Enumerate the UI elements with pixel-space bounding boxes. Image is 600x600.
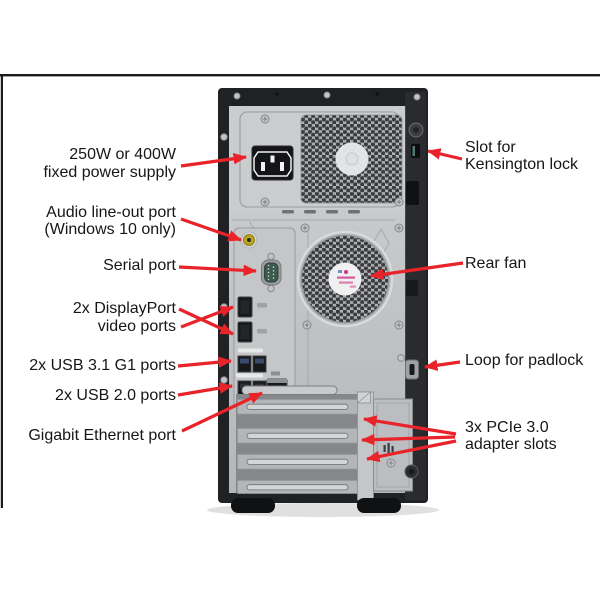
bracket-latch-icon	[383, 443, 394, 453]
callout-serial-port: Serial port	[103, 257, 176, 275]
callout-usb31: 2x USB 3.1 G1 ports	[29, 357, 176, 375]
serial-port	[261, 252, 282, 293]
psu-fan-grille	[300, 114, 403, 204]
displayport-1-label-mark	[257, 303, 267, 308]
callout-kensington: Slot for Kensington lock	[465, 139, 578, 174]
pcie-slot-cover-4	[237, 480, 358, 494]
callout-padlock-loop: Loop for padlock	[465, 352, 583, 370]
callout-line: (Windows 10 only)	[44, 221, 176, 238]
callout-line: Audio line-out port	[46, 203, 176, 221]
callout-line: 2x USB 2.0 ports	[55, 387, 176, 404]
callout-rear-fan: Rear fan	[465, 255, 526, 273]
arrow-kensington	[427, 148, 463, 161]
fan-hub-label	[328, 262, 362, 296]
callout-power-supply: 250W or 400W fixed power supply	[43, 146, 176, 181]
callout-line: Rear fan	[465, 254, 527, 272]
callout-pcie-slots: 3x PCIe 3.0 adapter slots	[465, 419, 557, 454]
displayport-1	[237, 296, 267, 318]
callout-line: Loop for padlock	[465, 351, 584, 369]
io-panel	[233, 227, 296, 409]
callout-arrows	[177, 148, 464, 463]
vent-slot-top	[241, 385, 338, 395]
rear-fan	[296, 230, 394, 328]
psu-vent-dashes	[282, 210, 360, 214]
bezel-recess	[406, 181, 419, 205]
callout-line: Serial port	[103, 256, 176, 274]
arrow-pcie-slot-3	[366, 439, 457, 463]
chassis-screws	[220, 91, 424, 479]
arrow-ethernet	[181, 391, 263, 433]
ac-power-inlet	[251, 145, 294, 181]
padlock-loop	[405, 359, 419, 380]
arrow-padlock-loop	[424, 359, 461, 371]
pcie-slot-area	[236, 385, 413, 501]
arrow-usb31	[177, 356, 232, 368]
usb31-ports	[237, 348, 267, 373]
displayport-2	[237, 321, 267, 343]
expansion-bracket	[357, 391, 413, 501]
callout-displayport: 2x DisplayPort video ports	[73, 300, 176, 335]
power-supply-unit	[229, 106, 405, 214]
pcie-slot-cover-1	[237, 399, 358, 415]
arrow-serial-port	[178, 264, 257, 277]
pcie-slot-cover-3	[237, 454, 358, 470]
tower-feet	[231, 498, 401, 513]
callout-usb20: 2x USB 2.0 ports	[55, 387, 176, 405]
callout-audio-line-out: Audio line-out port (Windows 10 only)	[44, 204, 176, 239]
displayport-2-label-mark	[257, 329, 267, 334]
arrow-rear-fan	[370, 261, 464, 280]
callout-line: fixed power supply	[43, 163, 176, 181]
arrow-power-supply	[180, 153, 247, 168]
usb31-label-mark	[238, 348, 263, 353]
arrow-displayport-lower	[178, 307, 234, 336]
pcie-slot-cover-2	[237, 428, 358, 444]
callout-line: 2x USB 3.1 G1 ports	[29, 356, 176, 374]
arrow-displayport-upper	[180, 305, 234, 329]
callout-line: 250W or 400W	[69, 146, 176, 163]
callout-line: 2x DisplayPort	[72, 300, 176, 317]
usb20-label-mark	[236, 373, 263, 378]
bezel-recess-2	[406, 280, 418, 296]
arrow-audio-line-out	[180, 217, 242, 242]
callout-line: Slot for	[465, 138, 516, 156]
arrow-usb20	[177, 382, 233, 397]
callout-line: 3x PCIe 3.0	[465, 418, 549, 436]
arrow-pcie-slot-2	[361, 433, 456, 446]
callout-line: adapter slots	[465, 436, 557, 453]
audio-line-out-port	[240, 231, 258, 249]
arrow-pcie-slot-1	[363, 415, 457, 436]
callout-line: Gigabit Ethernet port	[28, 426, 176, 444]
frame-border	[0, 74, 600, 508]
ethernet-label-mark	[271, 371, 280, 376]
kensington-slot	[411, 144, 420, 158]
callout-ethernet: Gigabit Ethernet port	[28, 427, 176, 445]
callout-line: Kensington lock	[465, 156, 578, 173]
callout-line: video ports	[97, 317, 176, 335]
